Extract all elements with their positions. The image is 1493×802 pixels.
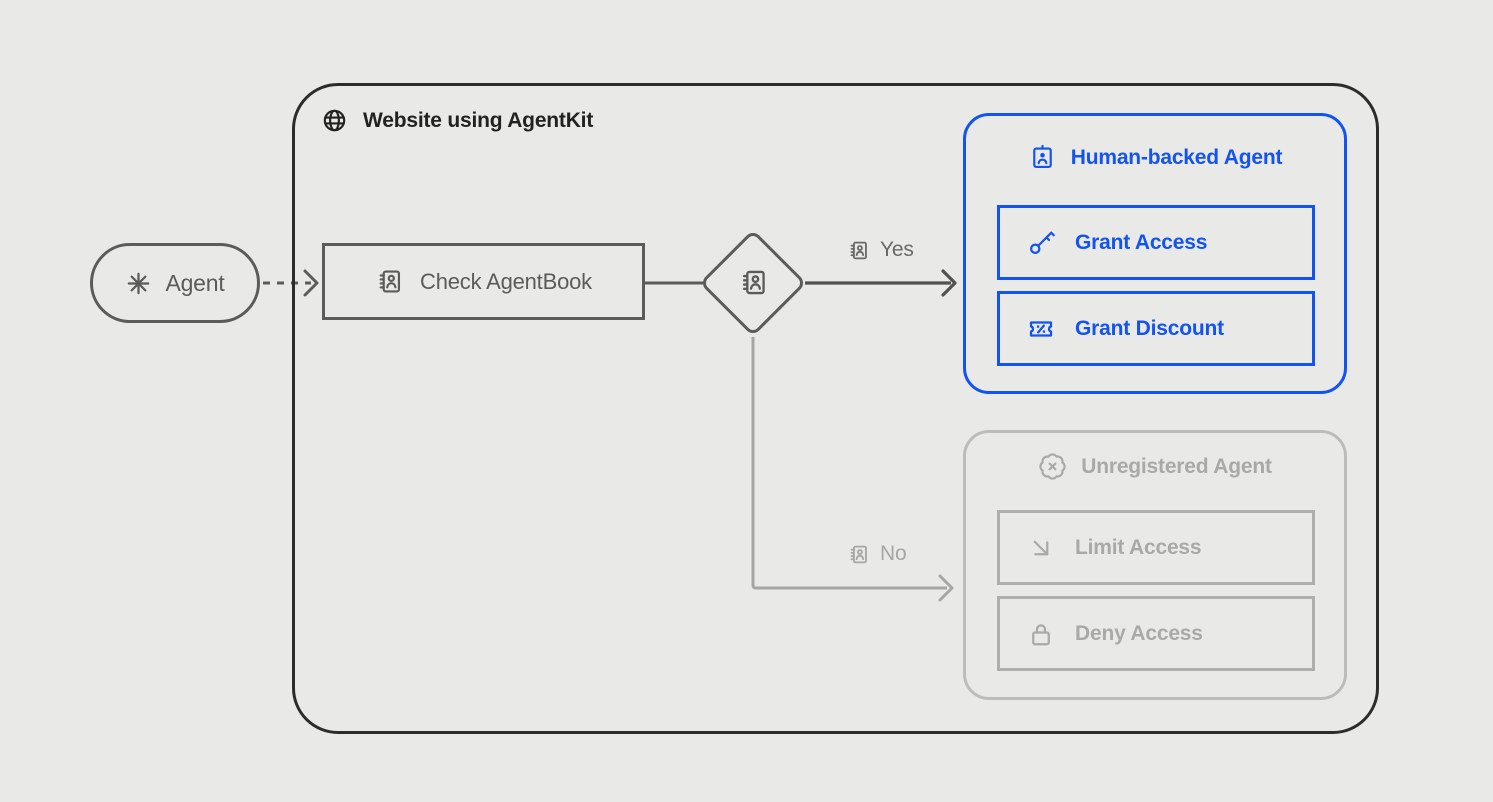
edge-label-yes: Yes xyxy=(847,238,914,262)
node-check-agentbook-label: Check AgentBook xyxy=(420,268,592,294)
container-title: Website using AgentKit xyxy=(363,108,594,132)
asterisk-icon xyxy=(128,272,150,294)
limit-access-label: Limit Access xyxy=(1075,535,1202,559)
ticket-percent-icon xyxy=(1029,320,1053,337)
website-container-header: Website using AgentKit xyxy=(321,107,593,134)
deny-access-label: Deny Access xyxy=(1075,621,1203,645)
address-book-icon xyxy=(850,545,867,563)
id-badge-icon xyxy=(1032,144,1052,169)
grant-discount-label: Grant Discount xyxy=(1075,316,1224,340)
limit-access-button: Limit Access xyxy=(997,510,1315,585)
panel-human-backed-agent: Human-backed Agent Grant Access Grant Di… xyxy=(963,113,1347,394)
grant-discount-button: Grant Discount xyxy=(997,291,1315,366)
panel-unregistered-agent: Unregistered Agent Limit Access Deny Acc… xyxy=(963,430,1347,700)
arrow-down-right-icon xyxy=(1033,540,1049,555)
node-check-agentbook: Check AgentBook xyxy=(322,243,645,320)
node-agent-label: Agent xyxy=(165,269,225,296)
panel-unregistered-agent-header: Unregistered Agent xyxy=(966,452,1344,481)
decision-diamond-icon-holder xyxy=(738,267,769,298)
grant-access-label: Grant Access xyxy=(1075,230,1208,254)
panel-human-backed-agent-header: Human-backed Agent xyxy=(966,143,1344,172)
node-agent: Agent xyxy=(90,243,260,323)
edge-label-no-text: No xyxy=(880,542,907,565)
badge-x-icon xyxy=(1039,453,1066,480)
panel-unregistered-agent-title: Unregistered Agent xyxy=(1081,454,1272,478)
website-container-frame xyxy=(292,83,1379,734)
lock-icon xyxy=(1032,623,1050,645)
address-book-icon xyxy=(379,270,401,293)
address-book-icon xyxy=(850,241,867,259)
key-icon xyxy=(1030,231,1055,254)
edge-label-yes-text: Yes xyxy=(880,238,914,261)
deny-access-button: Deny Access xyxy=(997,596,1315,671)
edge-label-no: No xyxy=(847,542,907,566)
panel-human-backed-agent-title: Human-backed Agent xyxy=(1070,145,1283,169)
address-book-icon xyxy=(742,270,765,295)
globe-icon xyxy=(323,109,346,132)
grant-access-button: Grant Access xyxy=(997,205,1315,280)
